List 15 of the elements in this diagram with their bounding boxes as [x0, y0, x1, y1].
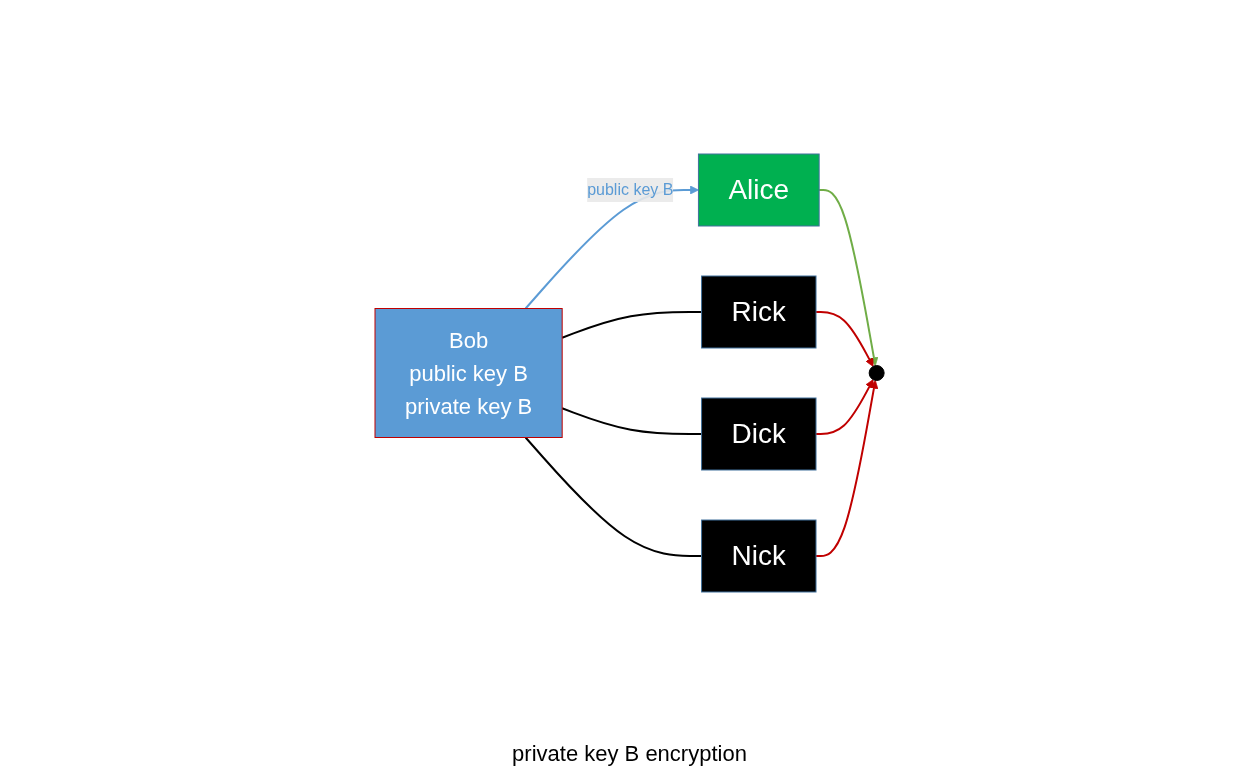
- arrow: [814, 378, 874, 435]
- node-box: Nick: [701, 519, 817, 592]
- arrow: [818, 188, 879, 366]
- node-box: Rick: [701, 275, 817, 348]
- connector: [524, 436, 703, 557]
- node-box: Bob public key B private key B: [374, 307, 563, 438]
- arrow: [814, 310, 874, 367]
- node-circle: [868, 364, 885, 381]
- connector: [561, 406, 703, 435]
- connector: [561, 310, 703, 339]
- edge-label: public key B: [587, 180, 674, 198]
- node-box: Alice: [697, 153, 820, 226]
- node-box: Dick: [701, 397, 817, 470]
- arrow: [814, 379, 879, 557]
- note-text: private key B encryption: [512, 741, 747, 767]
